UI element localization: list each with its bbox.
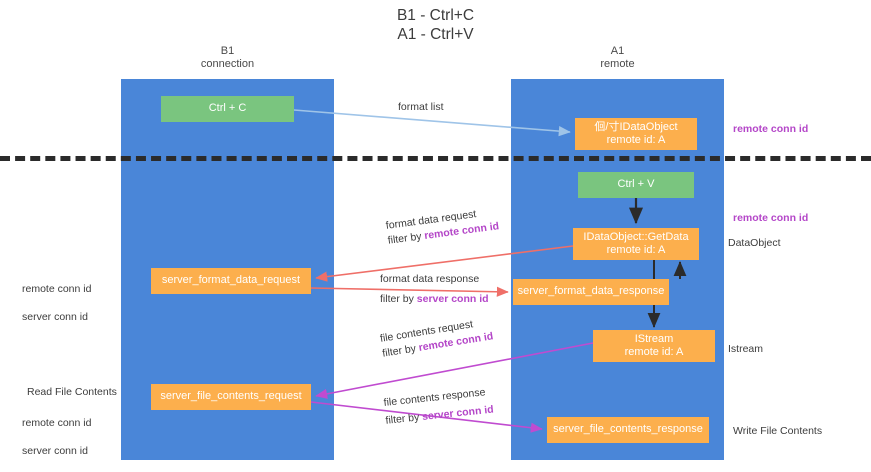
- annotation-remote-conn-id: remote conn id: [22, 283, 92, 295]
- filter-prefix: filter by: [387, 230, 426, 247]
- node-server-file-contents-request[interactable]: server_file_contents_request: [151, 384, 311, 410]
- node-server-format-data-response[interactable]: server_format_data_response: [513, 279, 669, 305]
- annotation-istream: Istream: [728, 343, 764, 355]
- node-server-format-data-request[interactable]: server_format_data_request: [151, 268, 311, 294]
- edge-label-format-list: format list: [398, 101, 444, 113]
- annotation-left-conn-ids: remote conn id server conn id: [22, 268, 91, 338]
- node-idataobject-getdata[interactable]: IDataObject::GetData remote id: A: [573, 228, 699, 260]
- filter-prefix: filter by: [384, 411, 423, 427]
- edge-label-file-contents-response: file contents response filter by server …: [383, 385, 494, 429]
- edge-label-format-data-request: format data request filter by remote con…: [385, 204, 500, 248]
- annotation-server-conn-id: server conn id: [22, 311, 88, 323]
- annotation-remote-conn-id-2: remote conn id: [22, 417, 92, 429]
- annotation-write-file-contents: Write File Contents: [733, 425, 823, 437]
- annotation-dataobject: DataObject: [728, 237, 781, 249]
- node-ctrl-c[interactable]: Ctrl + C: [161, 96, 294, 122]
- annotation-read-file-contents: Read File Contents: [27, 386, 117, 398]
- annotation-remote-conn-id-mid: remote conn id: [733, 212, 809, 224]
- annotation-left-conn-ids-2: remote conn id server conn id: [22, 402, 91, 472]
- node-server-file-contents-response[interactable]: server_file_contents_response: [547, 417, 709, 443]
- lane-header-b1: B1 connection: [200, 45, 255, 70]
- filter-key-server-conn-id: server conn id: [421, 403, 495, 423]
- filter-key-server-conn-id: server conn id: [416, 293, 489, 305]
- edge-label-file-contents-request: file contents request filter by remote c…: [379, 314, 494, 361]
- edge-label-filter: filter by server conn id: [380, 292, 489, 307]
- node-ctrl-v[interactable]: Ctrl + V: [578, 172, 694, 198]
- page-title: B1 - Ctrl+C A1 - Ctrl+V: [396, 7, 475, 43]
- edge-label-line1: format data response: [380, 273, 480, 285]
- edge-label-format-data-response: format data response filter by server co…: [380, 272, 489, 307]
- lane-header-a1: A1 remote: [600, 45, 635, 70]
- phase-divider: [0, 156, 871, 161]
- node-istream-remote[interactable]: IStream remote id: A: [593, 330, 715, 362]
- annotation-server-conn-id-2: server conn id: [22, 445, 88, 457]
- annotation-remote-conn-id-top: remote conn id: [733, 123, 809, 135]
- filter-prefix: filter by: [380, 293, 417, 305]
- node-idataobject-remote[interactable]: 佪/寸IDataObject remote id: A: [575, 118, 697, 150]
